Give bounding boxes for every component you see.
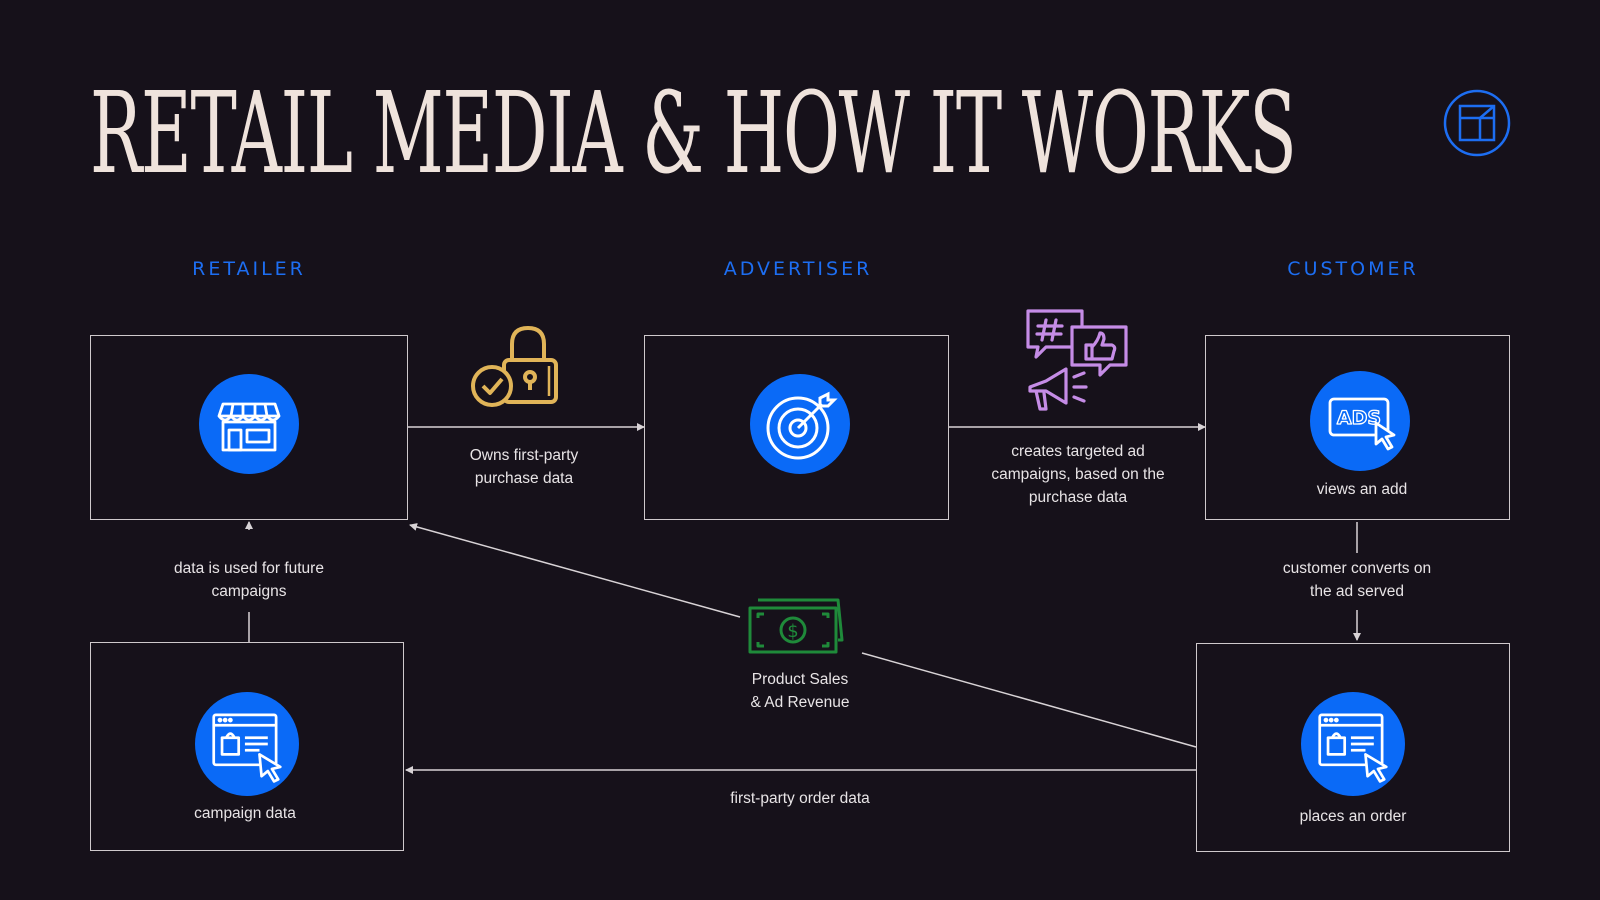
order-box <box>1196 643 1510 852</box>
campaign-data-box <box>90 642 404 851</box>
label-product-sales-revenue: Product Sales & Ad Revenue <box>750 671 850 711</box>
browser-shopping-icon <box>212 713 282 783</box>
page-title: RETAIL MEDIA & HOW IT WORKS <box>90 69 1297 199</box>
label-owns-first-party-data: Owns first-party purchase data <box>469 447 579 487</box>
customer-box <box>1205 335 1510 520</box>
social-media-icon <box>1026 309 1128 411</box>
column-heading-retailer: RETAILER <box>192 258 306 280</box>
retailer-icon-circle <box>199 374 299 474</box>
column-heading-advertiser: ADVERTISER <box>723 258 873 280</box>
advertiser-icon-circle <box>750 374 850 474</box>
storefront-icon <box>217 402 281 452</box>
money-icon: $ <box>748 598 844 654</box>
label-views-ad: views an add <box>1316 481 1408 498</box>
target-icon <box>766 391 838 460</box>
browser-shopping-icon <box>1318 713 1388 783</box>
cube-logo-icon <box>1443 89 1511 157</box>
arrow-revenue-to-retailer <box>409 523 741 618</box>
svg-text:$: $ <box>787 621 798 642</box>
ads-click-icon: ADS <box>1328 397 1396 451</box>
label-places-order: places an order <box>1299 808 1407 825</box>
label-first-party-order-data: first-party order data <box>730 790 870 807</box>
label-customer-converts: customer converts on the ad served <box>1282 560 1432 600</box>
retailer-box <box>90 335 408 520</box>
customer-icon-circle: ADS <box>1310 371 1410 471</box>
advertiser-box <box>644 335 949 520</box>
label-data-future-campaigns: data is used for future campaigns <box>174 560 324 600</box>
lock-check-icon <box>471 326 558 407</box>
campaign-icon-circle <box>195 692 299 796</box>
column-heading-customer: CUSTOMER <box>1287 258 1419 280</box>
order-icon-circle <box>1301 692 1405 796</box>
svg-text:ADS: ADS <box>1337 407 1381 429</box>
label-creates-targeted-campaigns: creates targeted ad campaigns, based on … <box>991 443 1165 506</box>
line-order-to-revenue <box>861 652 1197 748</box>
label-campaign-data: campaign data <box>194 805 296 822</box>
